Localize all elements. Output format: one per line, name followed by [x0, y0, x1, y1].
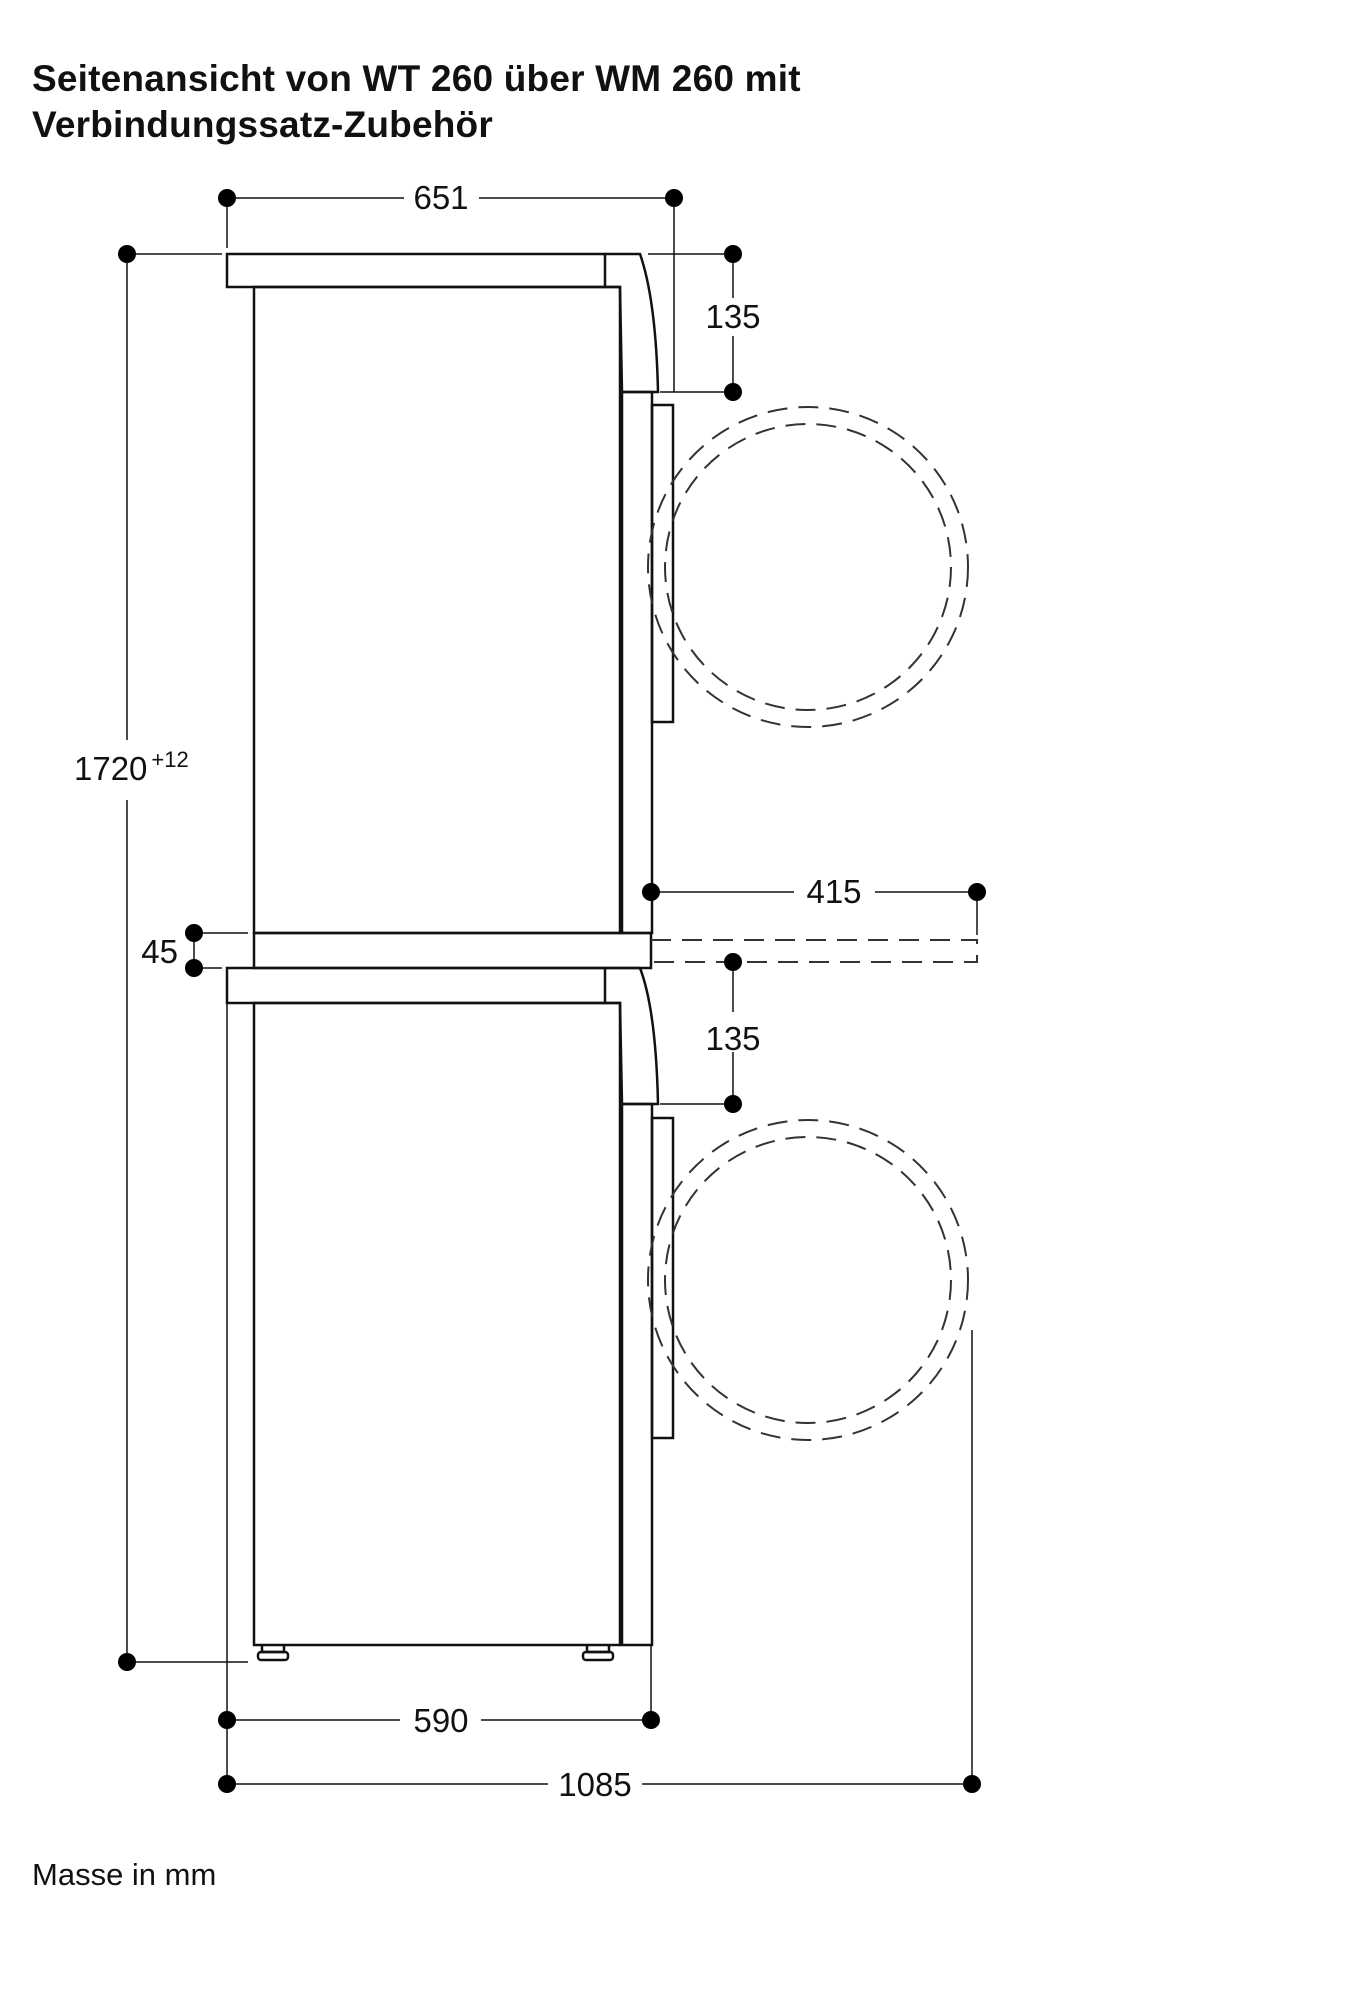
lower-door-swing-inner	[664, 1136, 952, 1424]
washer-lower-unit	[225, 966, 675, 1662]
lower-door-swing-outer	[647, 1119, 969, 1441]
dim-label-135-upper: 135	[705, 298, 760, 335]
shelf-extension-outline	[651, 939, 978, 963]
connection-kit-shelf	[252, 931, 653, 970]
units-note: Masse in mm	[32, 1857, 217, 1892]
dim-label-45: 45	[141, 933, 178, 970]
dim-label-1720-value: 1720	[74, 750, 147, 787]
dim-label-415: 415	[806, 873, 861, 910]
diagram-title-line-1: Seitenansicht von WT 260 über WM 260 mit	[32, 58, 801, 99]
dim-label-1720: 1720+12	[74, 747, 189, 787]
dimension-endpoints	[118, 189, 986, 1793]
dimension-lines	[126, 197, 978, 1785]
upper-door-swing-outer	[647, 406, 969, 728]
upper-door-swing-inner	[664, 423, 952, 711]
diagram-title-line-2: Verbindungssatz-Zubehör	[32, 104, 493, 145]
dim-label-1720-tolerance: +12	[151, 747, 188, 772]
door-swing-arcs	[647, 406, 969, 1441]
dim-label-651: 651	[413, 179, 468, 216]
diagram-title: Seitenansicht von WT 260 über WM 260 mit…	[32, 56, 1032, 148]
dim-label-1085: 1085	[558, 1766, 631, 1803]
dryer-upper-unit	[225, 252, 675, 935]
dim-label-590: 590	[413, 1702, 468, 1739]
dim-label-135-lower: 135	[705, 1020, 760, 1057]
